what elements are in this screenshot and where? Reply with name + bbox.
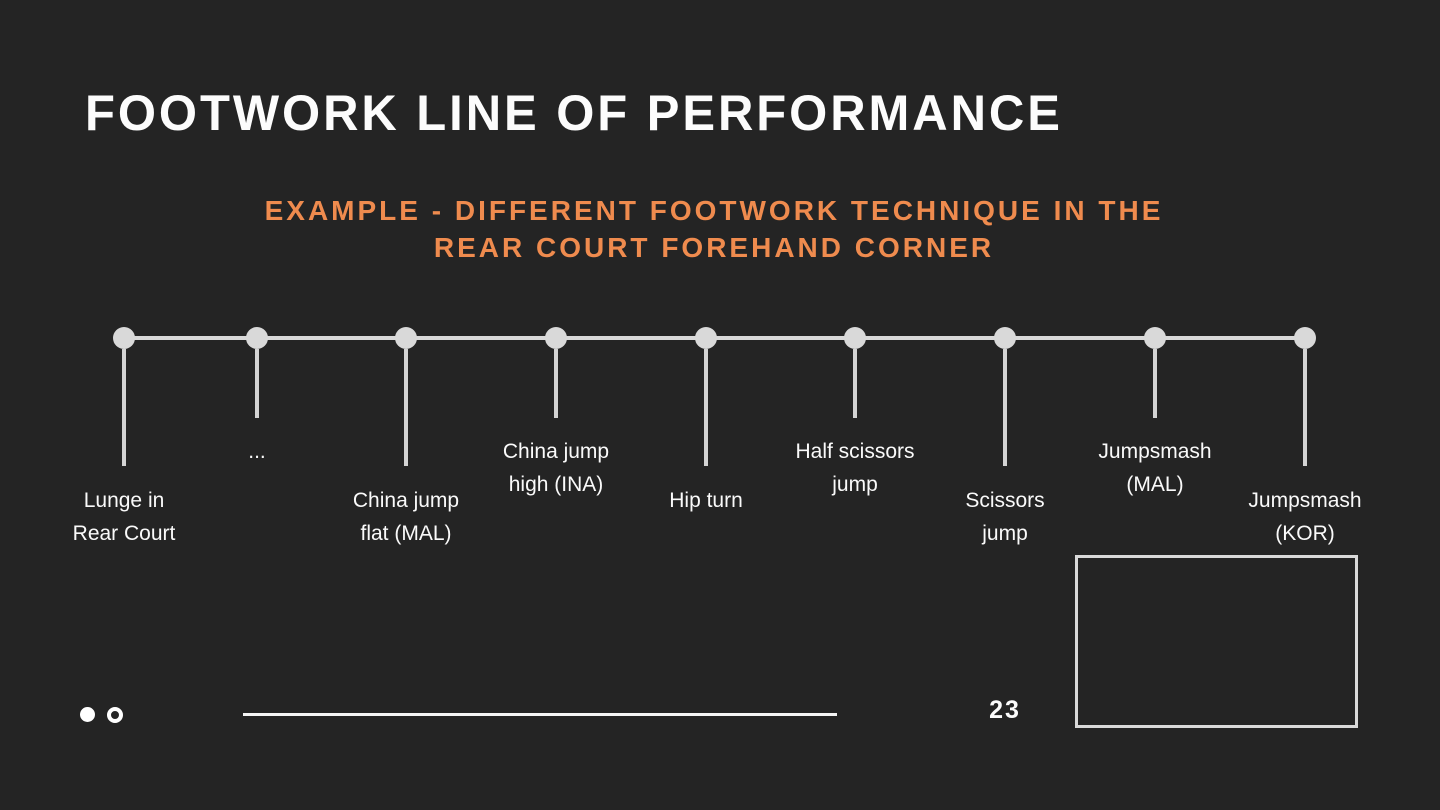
timeline-stem <box>554 349 558 418</box>
timeline-stem <box>853 349 857 418</box>
timeline-label: Half scissors jump <box>795 435 914 501</box>
timeline-dot-icon <box>844 327 866 349</box>
label-line-1: China jump <box>352 489 460 512</box>
timeline-stem <box>1153 349 1157 418</box>
timeline-stem <box>1003 349 1007 466</box>
label-line-2: flat (MAL) <box>360 522 452 545</box>
label-line-2: high (INA) <box>508 473 604 496</box>
slide-title: FOOTWORK LINE OF PERFORMANCE <box>85 85 1063 141</box>
timeline-dot-icon <box>1144 327 1166 349</box>
subtitle-line-2: REAR COURT FOREHAND CORNER <box>433 232 995 263</box>
timeline-dot-icon <box>246 327 268 349</box>
timeline-dot-icon <box>695 327 717 349</box>
timeline-dot-icon <box>1294 327 1316 349</box>
timeline-label: Jumpsmash (KOR) <box>1248 484 1361 550</box>
label-line-1: Lunge in <box>83 489 165 512</box>
label-line-2: (MAL) <box>1126 473 1184 496</box>
label-line-2: Rear Court <box>72 522 176 545</box>
timeline-stem <box>122 349 126 466</box>
empty-placeholder-frame <box>1075 555 1358 728</box>
label-line-1: Half scissors <box>795 440 915 463</box>
timeline-label: Hip turn <box>669 484 743 517</box>
timeline-dot-icon <box>395 327 417 349</box>
timeline-label: ... <box>248 435 266 468</box>
slide-subtitle: EXAMPLE - DIFFERENT FOOTWORK TECHNIQUE I… <box>0 192 1428 266</box>
label-line-1: Scissors <box>965 489 1045 512</box>
timeline-label: Scissors jump <box>965 484 1044 550</box>
timeline-dot-icon <box>113 327 135 349</box>
timeline-stem <box>704 349 708 466</box>
timeline-stem <box>1303 349 1307 466</box>
timeline-dot-icon <box>994 327 1016 349</box>
label-line-1: ... <box>248 440 266 463</box>
label-line-1: Jumpsmash <box>1248 489 1362 512</box>
footer-separator-line <box>243 713 837 716</box>
label-line-2: (KOR) <box>1275 522 1335 545</box>
label-line-2: jump <box>982 522 1028 545</box>
timeline-stem <box>404 349 408 466</box>
timeline-stem <box>255 349 259 418</box>
label-line-2: jump <box>832 473 878 496</box>
timeline-label: China jump flat (MAL) <box>353 484 459 550</box>
timeline-label: Jumpsmash (MAL) <box>1098 435 1211 501</box>
label-line-1: Hip turn <box>669 489 743 512</box>
pagination-dot-filled-icon <box>80 707 95 722</box>
label-line-1: Jumpsmash <box>1098 440 1212 463</box>
subtitle-line-1: EXAMPLE - DIFFERENT FOOTWORK TECHNIQUE I… <box>264 195 1164 226</box>
timeline-label: China jump high (INA) <box>503 435 609 501</box>
page-number: 23 <box>989 696 1021 724</box>
label-line-1: China jump <box>502 440 610 463</box>
timeline-label: Lunge in Rear Court <box>73 484 176 550</box>
timeline-dot-icon <box>545 327 567 349</box>
pagination-dot-outline-icon <box>107 707 123 723</box>
